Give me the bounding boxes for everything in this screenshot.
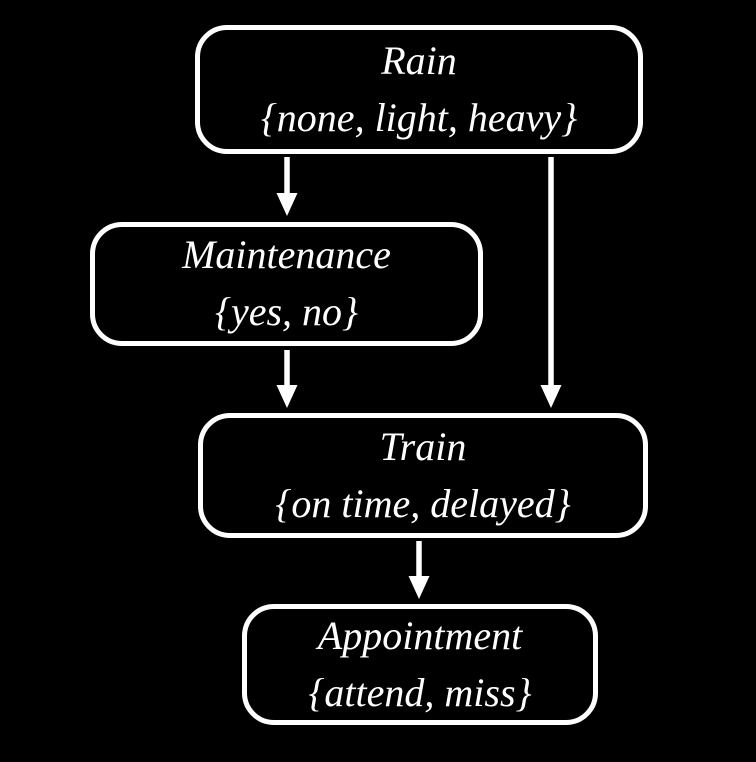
edge-rain-to-train-arrow (540, 157, 562, 408)
node-maintenance-states: {yes, no} (214, 289, 359, 334)
edge-maintenance-to-train-arrow (276, 350, 298, 408)
node-appointment-states: {attend, miss} (308, 669, 532, 715)
edge-train-to-appointment-arrow (408, 541, 430, 599)
node-appointment-title: Appointment (317, 612, 523, 658)
node-train: Train {on time, delayed} (198, 413, 648, 538)
edge-rain-to-maintenance-arrow (276, 157, 298, 216)
node-rain-states: {none, light, heavy} (260, 94, 578, 140)
node-train-states: {on time, delayed} (275, 480, 571, 526)
node-appointment: Appointment {attend, miss} (242, 604, 598, 725)
node-rain-title: Rain (381, 37, 457, 83)
node-rain: Rain {none, light, heavy} (195, 25, 643, 154)
node-train-title: Train (379, 423, 467, 469)
node-maintenance-title: Maintenance (182, 232, 391, 278)
node-maintenance: Maintenance {yes, no} (90, 222, 483, 346)
